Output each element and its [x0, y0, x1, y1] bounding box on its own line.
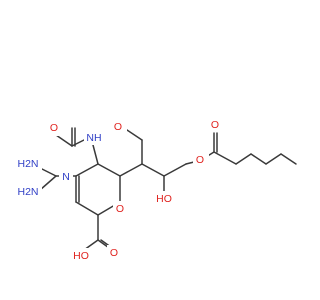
acid-carbonyl-oxygen-label: O: [110, 247, 118, 259]
atom-label-layer: O NH O N H2N H2N O HO O O HO O: [14, 118, 224, 262]
upper-amino-label: H2N: [17, 158, 38, 170]
bond: [185, 161, 195, 165]
label-mask: [69, 248, 93, 262]
canvas-background: [0, 0, 300, 300]
label-mask: [111, 120, 127, 134]
ring-oxygen-label: O: [116, 203, 124, 215]
bond: [213, 151, 237, 165]
bond: [265, 153, 282, 165]
chemical-structure-diagram: O NH O N H2N H2N O HO O O HO O: [0, 0, 300, 300]
ester-oxygen-label: O: [196, 154, 204, 166]
amide-nh-label: NH: [86, 132, 101, 144]
bond: [141, 163, 165, 177]
label-mask: [107, 245, 123, 259]
methoxy-oxygen-label: O: [114, 121, 122, 133]
side-hydroxyl-label: HO: [156, 193, 172, 205]
ester-carbonyl-oxygen-label: O: [211, 119, 219, 131]
bond: [75, 201, 99, 216]
bond: [280, 153, 297, 165]
label-mask: [152, 191, 176, 205]
bond: [235, 153, 252, 165]
label-mask: [208, 118, 224, 132]
acetyl-oxygen-label: O: [50, 122, 58, 134]
label-mask: [59, 169, 73, 183]
bond: [55, 134, 73, 147]
bond: [75, 163, 99, 177]
lower-amino-label: H2N: [17, 186, 38, 198]
bond: [119, 163, 143, 177]
label-mask: [14, 185, 42, 199]
label-mask: [14, 157, 42, 171]
bond: [97, 163, 121, 177]
bond: [39, 175, 57, 191]
bond: [250, 153, 267, 165]
label-mask: [84, 131, 104, 145]
bond: [92, 144, 99, 165]
guanidine-nitrogen-label: N: [62, 171, 70, 183]
bond: [163, 163, 187, 177]
label-mask: [113, 201, 129, 215]
bond: [71, 138, 87, 147]
acid-hydroxyl-label: HO: [73, 250, 89, 262]
label-mask: [48, 122, 62, 136]
bond: [39, 167, 57, 177]
label-mask: [193, 153, 209, 167]
